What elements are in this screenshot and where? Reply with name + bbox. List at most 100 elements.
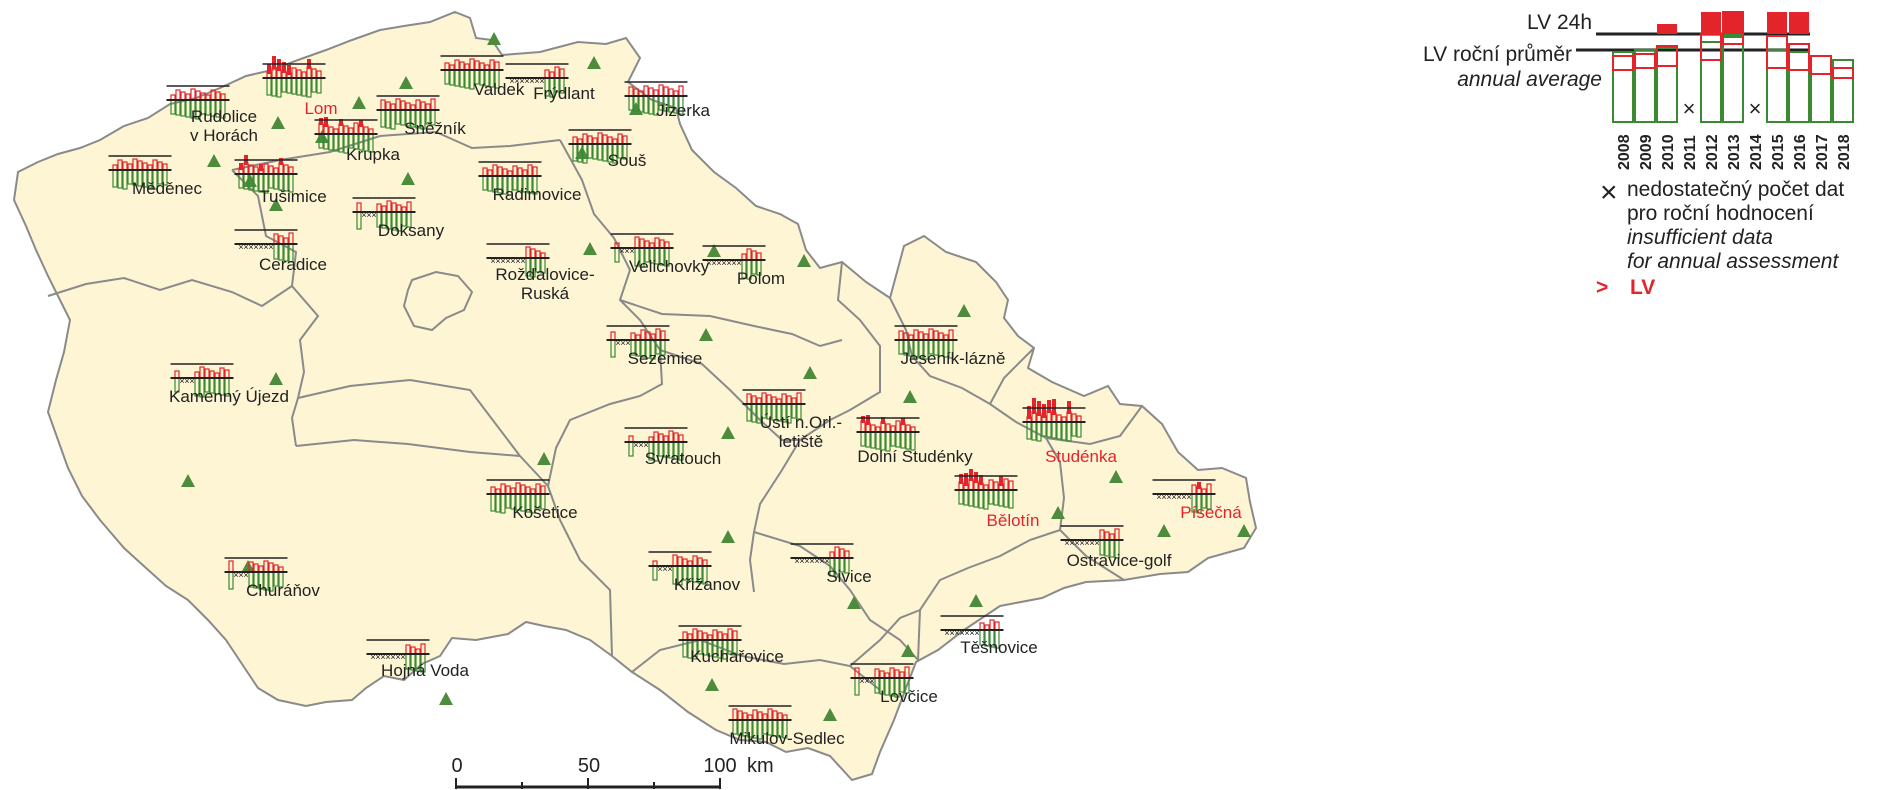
missing-data-mark: × [726,258,731,268]
station-triangle-icon [181,474,195,487]
missing-data-mark: × [400,652,405,662]
missing-data-mark: × [859,676,864,686]
legend-lv24-bar [1700,33,1722,61]
legend-missing-mark: × [1600,176,1618,209]
missing-data-mark: × [794,556,799,566]
exceed-bar [272,56,276,69]
missing-data-mark: × [361,210,366,220]
station-label: Písečná [1180,503,1242,522]
lv24-bar [979,622,985,631]
missing-data-mark: × [804,556,809,566]
station-triangle-icon [587,56,601,69]
station-jesenik: Jeseník-lázně [894,325,1005,368]
station-triangle-icon [699,328,713,341]
exceed-bar [239,163,243,170]
missing-data-mark: × [1084,538,1089,548]
exceed-bar [267,64,271,74]
missing-data-mark: × [624,246,629,256]
station-jizerka: Jizerka [624,81,710,120]
missing-data-mark: × [711,258,716,268]
station-triangle-icon [901,644,915,657]
exceed-bar [259,164,263,171]
exceed-bar [861,416,865,423]
station-label: Mikulov-Sedlec [729,729,845,748]
missing-data-mark: × [619,246,624,256]
lv24-bar [989,619,995,631]
legend-annual-label-en: annual average [1457,68,1602,91]
missing-data-mark: × [505,256,510,266]
station-label: Lovčice [880,687,938,706]
missing-data-mark: × [662,564,667,574]
missing-data-mark: × [819,556,824,566]
station-triangle-icon [903,390,917,403]
station-lom: Lom [262,56,338,118]
station-label: Tušimice [259,187,326,206]
station-usti: Ústí n.Orl.-letiště [742,389,842,451]
station-triangle-icon [1051,506,1065,519]
missing-data-mark: × [1186,492,1191,502]
station-label: Dolní Studénky [857,447,973,466]
station-triangle-icon [269,198,283,211]
legend-annual-bar [1656,47,1678,123]
missing-data-mark: × [657,564,662,574]
station-label: Ceradice [259,255,327,274]
missing-data-mark: × [1064,538,1069,548]
station-lovcice: ×××Lovčice [850,663,938,706]
missing-data-mark: × [731,258,736,268]
missing-data-mark: × [519,76,524,86]
missing-data-mark: × [809,556,814,566]
legend-exceed-symbol: > [1596,276,1608,299]
station-churanov: ×××Churáňov [224,557,320,600]
station-triangle-icon [1157,524,1171,537]
missing-data-mark: × [864,676,869,686]
legend-lv24-bar [1766,35,1788,69]
missing-data-mark: × [179,376,184,386]
station-label: Svratouch [645,449,722,468]
legend-annual-bar [1722,25,1744,123]
missing-data-mark: × [520,256,525,266]
station-label: Rožďalovice- [495,265,594,284]
legend-annual-label: LV roční průměr [1423,43,1572,66]
lv24-bar [658,84,664,97]
station-label: Sivice [826,567,871,586]
scale-tick-50: 50 [578,755,600,777]
exceed-bar [1027,406,1031,419]
missing-data-mark: × [268,242,273,252]
exceed-bar [999,476,1003,486]
exceed-bar [959,474,963,484]
station-label: Bělotín [987,511,1040,530]
legend-exceed-bar [1723,12,1743,34]
legend-missing-cs-1: nedostatečný počet dat [1627,178,1844,201]
exceed-bar [279,158,283,165]
lv24-bar [668,88,674,97]
legend-year-label: 2009 [1638,134,1655,170]
station-hojna: ×××××××Hojná Voda [366,639,469,680]
exceed-bar [964,473,968,486]
station-sivice: ×××××××Sivice [790,543,872,586]
missing-data-mark: × [258,242,263,252]
station-label: Rudolice [191,107,257,126]
scale-tick-100: 100 [703,755,736,777]
missing-data-mark: × [959,628,964,638]
station-kucharovice: Kuchařovice [678,625,784,666]
lv24-bar [175,89,181,101]
station-label: Krupka [346,145,400,164]
legend-missing-en-1: insufficient data [1627,226,1773,249]
scale-unit: km [747,755,774,777]
station-triangle-icon [439,692,453,705]
missing-data-mark: × [667,564,672,574]
station-label: Těšnovice [960,638,1037,657]
exceed-bar [979,475,983,485]
missing-data-mark: × [814,556,819,566]
missing-data-mark: × [1166,492,1171,502]
missing-data-mark: × [534,76,539,86]
missing-data-mark: × [1079,538,1084,548]
missing-data-mark: × [238,242,243,252]
scale-bar: 0 50 100 km [451,755,774,789]
missing-data-mark: × [974,628,979,638]
station-ceradice: ×××××××Ceradice [234,229,327,274]
exceed-bar [287,65,291,75]
legend-lv24-bar [1788,43,1810,71]
station-triangle-icon [847,596,861,609]
missing-data-mark: × [248,242,253,252]
